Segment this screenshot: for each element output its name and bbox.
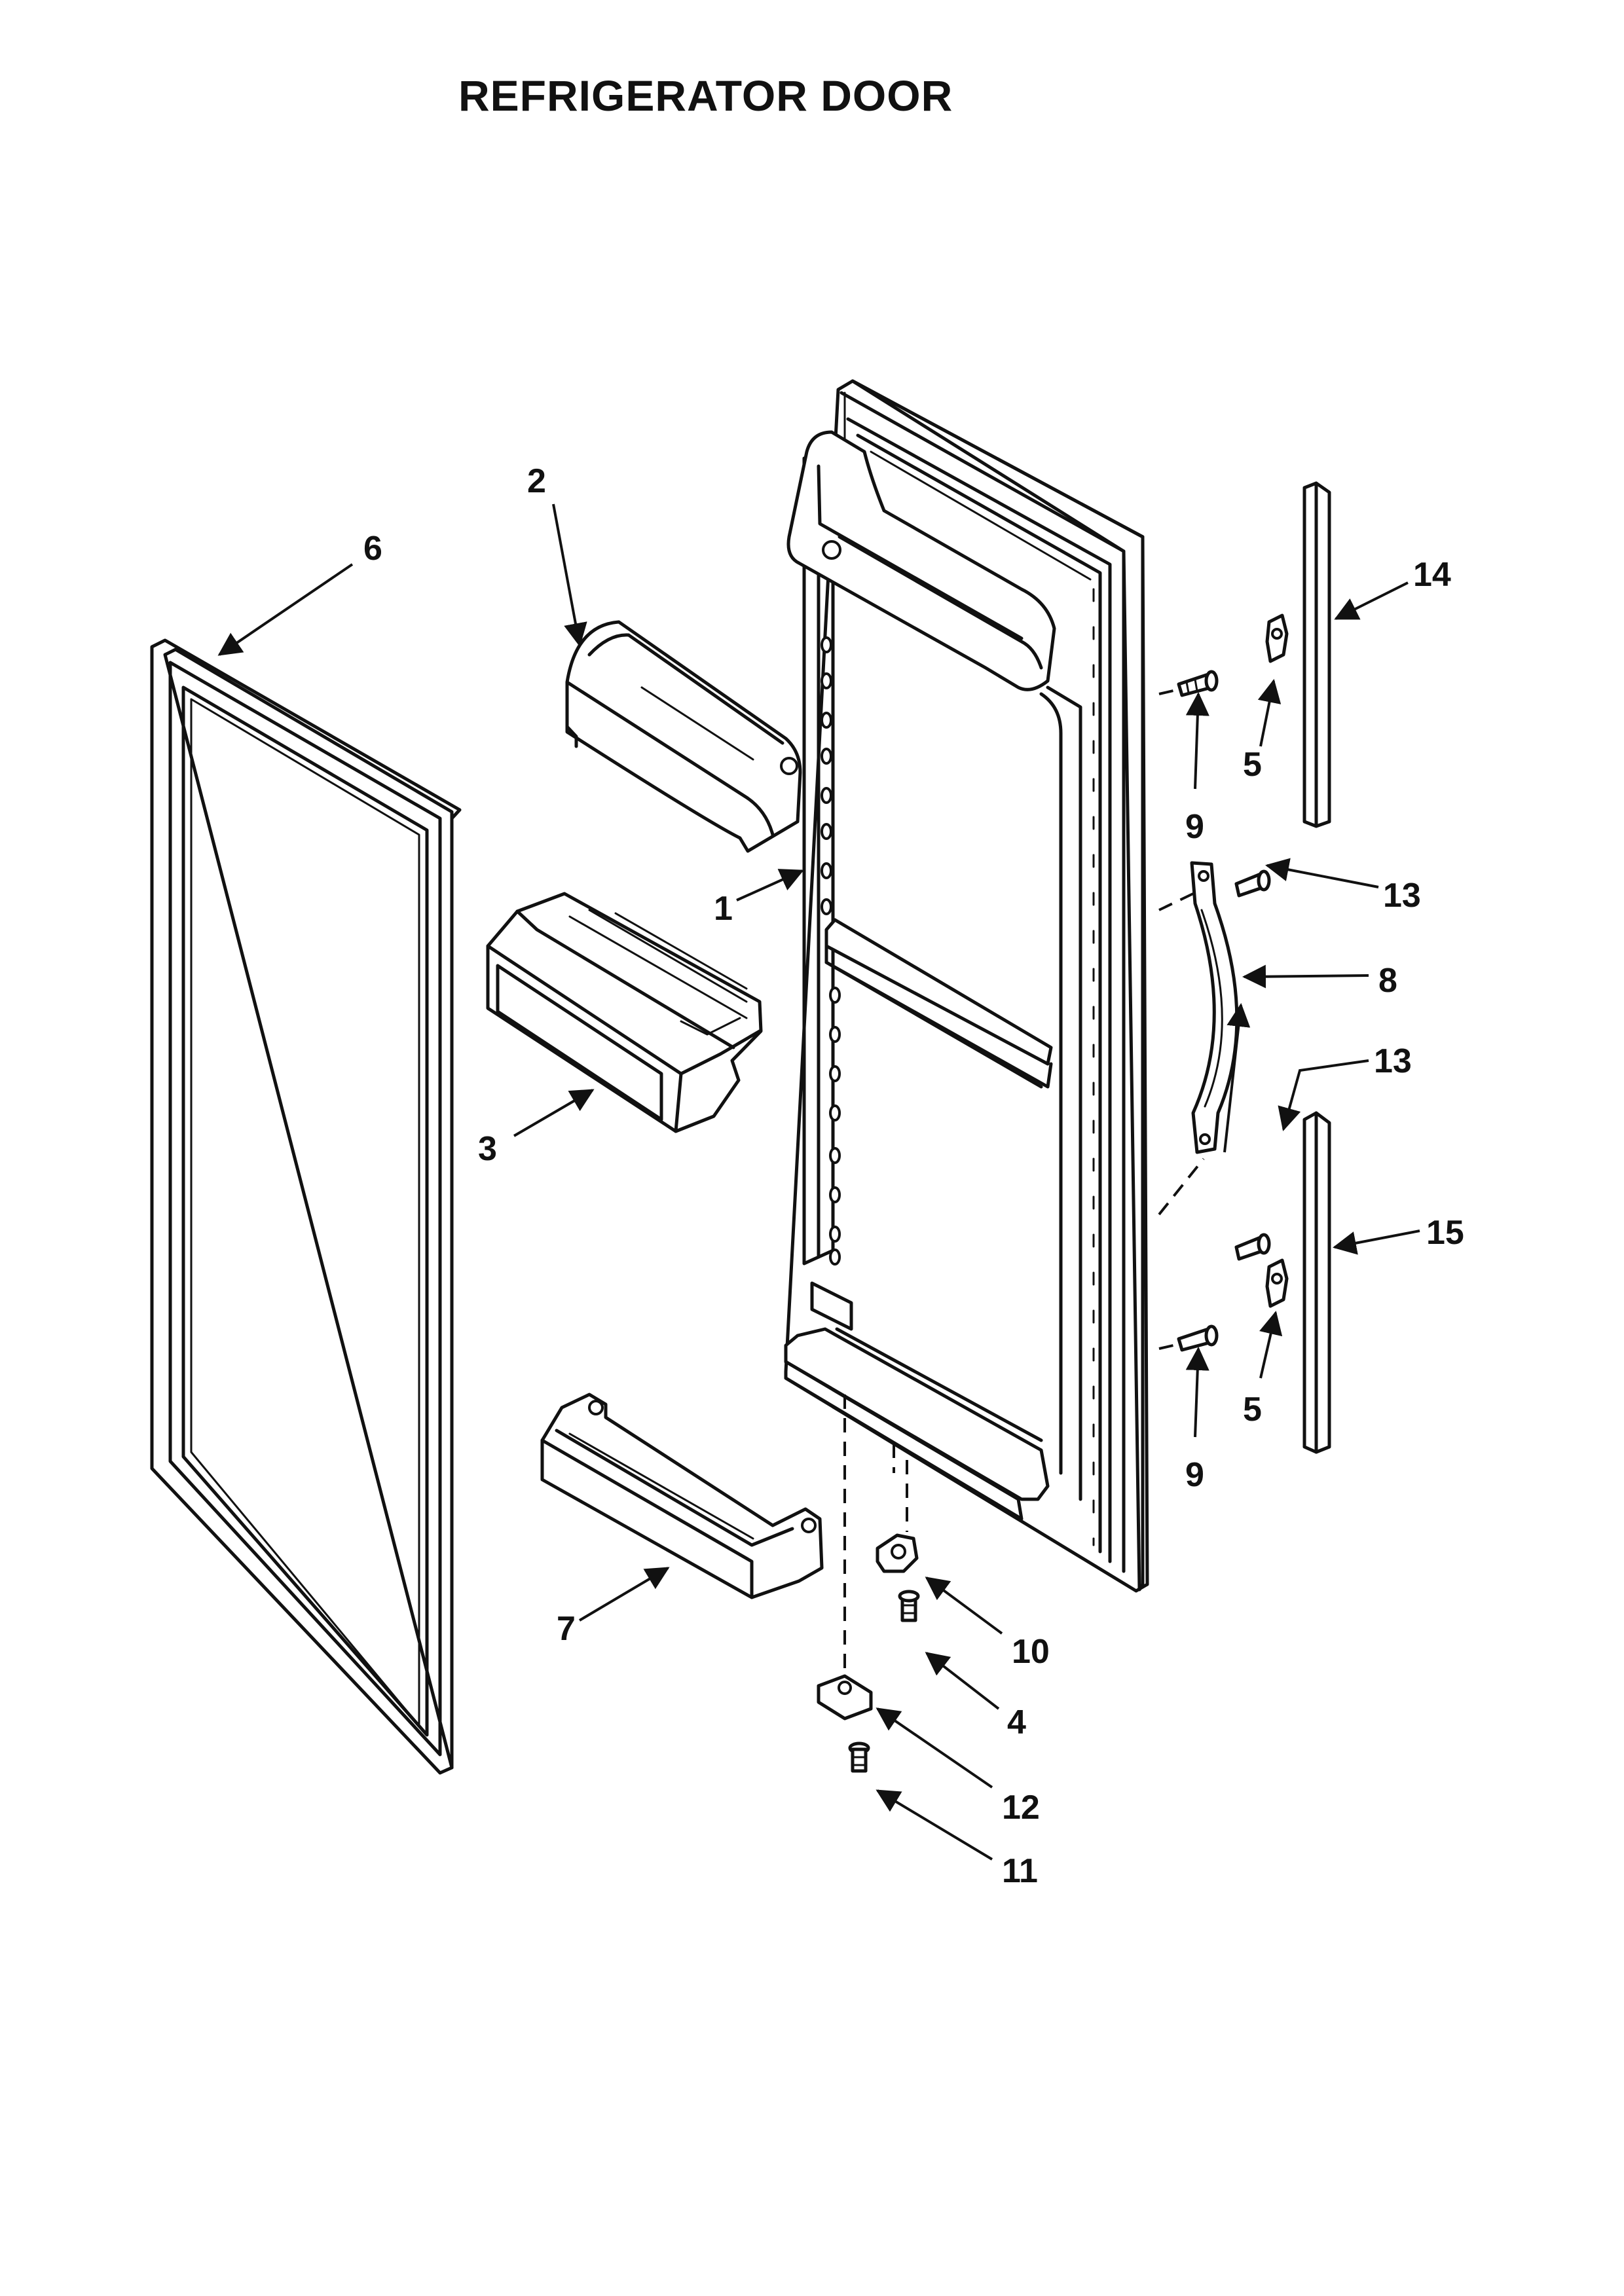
- clip-upper: [1265, 613, 1289, 663]
- callout-4: 4: [1007, 1704, 1026, 1741]
- callout-6: 6: [363, 530, 382, 568]
- leader-lines: [217, 503, 1420, 1861]
- trim-upper: [1302, 481, 1331, 828]
- handle-mounting-screw-upper: [1234, 869, 1271, 898]
- callout-7: 7: [557, 1610, 576, 1648]
- handle-mounting-screw-lower: [1234, 1233, 1271, 1261]
- handle-screw-upper: [1177, 670, 1219, 697]
- callout-5-lower: 5: [1243, 1391, 1262, 1429]
- door-bin: [486, 892, 763, 1133]
- callout-11: 11: [1002, 1852, 1038, 1890]
- callout-14: 14: [1413, 556, 1451, 594]
- callout-9-upper: 9: [1185, 808, 1204, 846]
- trim-lower: [1302, 1111, 1331, 1454]
- handle-screw-lower: [1177, 1324, 1219, 1352]
- door-shelf: [540, 1393, 824, 1599]
- callout-1: 1: [714, 890, 733, 928]
- door-liner: [784, 379, 1149, 1593]
- dairy-door: [565, 620, 802, 853]
- callout-12: 12: [1002, 1789, 1040, 1827]
- callout-9-lower: 9: [1185, 1456, 1204, 1494]
- door-stop: [876, 1533, 919, 1573]
- callout-labels: 2 6 1 3 7 10 4 12 11 14 5 9 13 8 13 15 5…: [363, 462, 1464, 1890]
- clip-lower: [1265, 1258, 1289, 1308]
- diagram-title: REFRIGERATOR DOOR: [458, 71, 953, 120]
- callout-3: 3: [478, 1130, 497, 1168]
- callout-13-upper: 13: [1383, 877, 1421, 915]
- door-handle: [1190, 861, 1239, 1154]
- callout-8: 8: [1378, 962, 1397, 1000]
- callout-15: 15: [1426, 1214, 1464, 1252]
- hinge-screw: [898, 1590, 920, 1622]
- shelf-holes: [821, 636, 841, 1266]
- bottom-hinge-bracket: [817, 1674, 873, 1721]
- bottom-screw: [848, 1741, 870, 1773]
- callout-5-upper: 5: [1243, 746, 1262, 784]
- callout-10: 10: [1012, 1633, 1050, 1671]
- door-gasket: [150, 638, 462, 1775]
- callout-2: 2: [527, 462, 546, 500]
- callout-13-lower: 13: [1374, 1042, 1412, 1080]
